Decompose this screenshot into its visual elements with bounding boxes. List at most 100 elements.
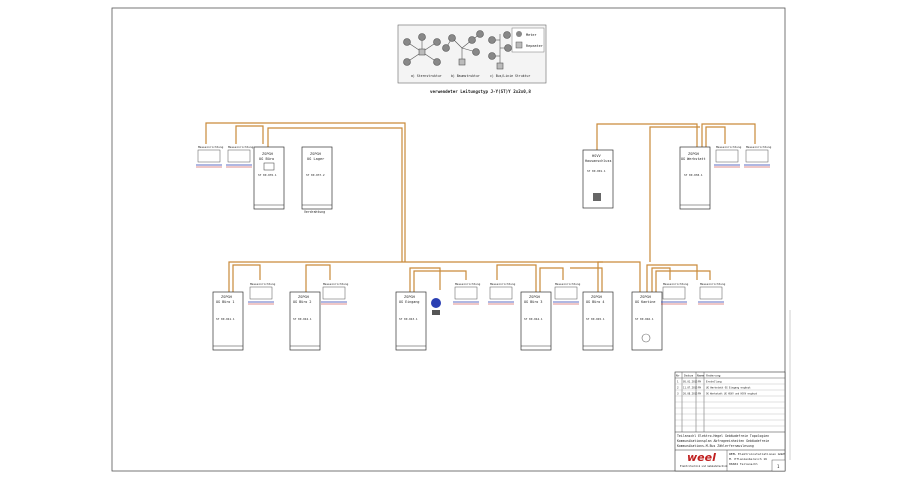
revision-row-nr: 1 — [677, 380, 679, 384]
revision-header-nr: Nr — [676, 374, 680, 378]
revision-row-date: 05.01.2015 — [683, 381, 698, 384]
meter-label: Messeinrichtung — [700, 282, 726, 286]
cabinet-title: ZSPGH — [688, 152, 699, 156]
cabinet-note: Verdrahtung — [304, 210, 325, 214]
revision-header-date: Datum — [684, 374, 693, 378]
revision-header-change: Änderung — [706, 373, 721, 378]
customer-line-3: 86684 Teilanschl — [729, 462, 758, 466]
cabinet-subtitle: UG Büro — [259, 157, 274, 161]
cabinet-subtitle: OG Werkstatt — [681, 157, 706, 161]
company-logo-text: weel — [687, 451, 716, 464]
cabinet-title: ZSPGH — [262, 152, 273, 156]
cabinet-detail: ST 00.037.2 — [306, 173, 325, 177]
meter-label: Messeinrichtung — [228, 145, 254, 149]
cabinet-og-buero-4[interactable]: ZSPGH OG Büro 4 ST 00.045.1 — [582, 291, 614, 351]
meter-label: Messeinrichtung — [323, 282, 349, 286]
cabinet-title: ZSPGH — [591, 295, 602, 299]
meter-label: Messeinrichtung — [746, 145, 772, 149]
title-description-line-2: Kommunikationsplan Abfrageeinheiten Gebä… — [677, 439, 769, 443]
cabinet-og-buero-2[interactable]: ZSPGH OG Büro 2 ST 00.042.1 — [289, 291, 321, 351]
topology-legend: Meter Repeater a) Sternstruktur b) Baums… — [397, 24, 547, 84]
meter-label: Messeinrichtung — [555, 282, 581, 286]
title-block — [674, 371, 786, 472]
cabinet-title: ZSPGH — [221, 295, 232, 299]
cabinet-detail: ST 00.001.1 — [587, 169, 606, 173]
cabinet-title: ZSPGH — [310, 152, 321, 156]
revision-row-name: FH — [698, 392, 702, 396]
meter-label: Messeinrichtung — [198, 145, 224, 149]
revision-row-date: 11.07.2015 — [683, 387, 698, 390]
cabinet-hausanschluss[interactable]: HSVV Hausanschluss ST 00.001.1 — [582, 149, 614, 209]
cabinet-detail: ST 00.046.1 — [635, 317, 654, 321]
cabinet-detail: ST 00.038.1 — [684, 173, 703, 177]
meter-icon — [263, 162, 275, 171]
title-description-line-1: Teilanschl Elektro-Hegel Gebäudefreie To… — [677, 434, 769, 438]
revision-row-date: 26.08.2015 — [683, 393, 698, 396]
revision-row-name: FH — [698, 380, 702, 384]
meter-label: Messeinrichtung — [490, 282, 516, 286]
meter-group — [197, 149, 769, 300]
tree-topology-icon — [442, 30, 484, 66]
meter-label: Messeinrichtung — [663, 282, 689, 286]
cabinet-title: ZSPGH — [404, 295, 415, 299]
bus-topology-icon — [488, 31, 512, 70]
meter-label: Messeinrichtung — [716, 145, 742, 149]
drawing-frame — [111, 7, 786, 472]
repeater-key-icon — [515, 41, 523, 49]
cabinet-subtitle: Hausanschluss — [585, 159, 612, 163]
cabinet-subtitle: OG Kantine — [635, 300, 655, 304]
revision-row-change: Erstellung — [706, 380, 722, 384]
company-tagline: Elektrotechnik und Gebäudetechnik — [680, 465, 728, 468]
meter-label: Messeinrichtung — [250, 282, 276, 286]
revision-row-nr: 2 — [677, 386, 679, 390]
cabinet-subtitle: OG Büro 1 — [216, 300, 234, 304]
revision-row-change: UG Werkstatt OG Eingang ergänzt — [706, 387, 751, 390]
customer-line-1: WEEL Elektroinstallationen GmbH — [729, 452, 785, 456]
cabinet-subtitle: OG Büro 2 — [293, 300, 311, 304]
cabinet-og-eingang[interactable]: ZSPGH OG Eingang ST 00.043.1 — [395, 291, 427, 351]
topology-caption-tree: b) Baumstruktur — [451, 74, 480, 78]
cabinet-title: ZSPGH — [298, 295, 309, 299]
revision-row-nr: 3 — [677, 392, 679, 396]
cabinet-detail: ST 00.035.1 — [258, 173, 277, 177]
cabinet-og-werkstatt[interactable]: ZSPGH OG Werkstatt ST 00.038.1 — [679, 146, 711, 210]
cabinet-subtitle: OG Büro 3 — [524, 300, 542, 304]
gateway-icon — [431, 298, 441, 315]
cabinet-og-buero-1[interactable]: ZSPGH OG Büro 1 ST 00.041.1 — [212, 291, 244, 351]
topology-caption-bus: c) Bus/Linie Struktur — [490, 74, 530, 78]
meter-icon — [593, 193, 601, 201]
revision-row-name: FH — [698, 386, 702, 390]
cabinet-detail: ST 00.042.1 — [293, 317, 312, 321]
revision-row-change: OG Werkstatt UG HSVV und HSVV ergänzt — [706, 393, 758, 396]
cabinet-subtitle: UG Lager — [307, 157, 325, 161]
cabinet-subtitle: OG Eingang — [399, 300, 419, 304]
repeater-icon — [641, 333, 651, 343]
cabinet-title: HSVV — [592, 154, 601, 158]
cabinet-detail: ST 00.043.1 — [399, 317, 418, 321]
legend-repeater-label: Repeater — [526, 44, 543, 48]
cabinet-ug-lager[interactable]: ZSPGH UG Lager ST 00.037.2 Verdrahtung — [301, 146, 333, 214]
cabinet-subtitle: OG Büro 4 — [586, 300, 604, 304]
cabinet-detail: ST 00.045.1 — [586, 317, 605, 321]
meter-accent-lines — [196, 164, 770, 303]
company-logo: weel Elektrotechnik und Gebäudetechnik — [680, 451, 728, 468]
meter-red-lines — [196, 166, 770, 305]
meter-label: Messeinrichtung — [455, 282, 481, 286]
mbus-wiring — [205, 122, 756, 292]
cabinet-title: ZSPGH — [640, 295, 651, 299]
cabinet-ug-buero[interactable]: ZSPGH UG Büro ST 00.035.1 — [253, 146, 285, 210]
star-topology-icon — [403, 33, 441, 66]
cabinet-og-kantine[interactable]: ZSPGH OG Kantine ST 00.046.1 — [631, 291, 663, 351]
title-description-line-3: Kommunikations-M-Bus Zählerfernauslesung — [677, 444, 754, 448]
legend-key — [511, 27, 545, 53]
sheet-number: 1 — [777, 464, 780, 469]
cabinet-detail: ST 00.041.1 — [216, 317, 235, 321]
cabinet-og-buero-3[interactable]: ZSPGH OG Büro 3 ST 00.044.1 — [520, 291, 552, 351]
cabinet-title: ZSPGH — [529, 295, 540, 299]
revision-header-name: Name — [697, 374, 704, 378]
cabinet-detail: ST 00.044.1 — [524, 317, 543, 321]
customer-line-2: M. Pflanzenbereich 16 — [729, 457, 767, 461]
legend-meter-label: Meter — [526, 33, 537, 37]
meter-key-icon — [516, 31, 522, 37]
